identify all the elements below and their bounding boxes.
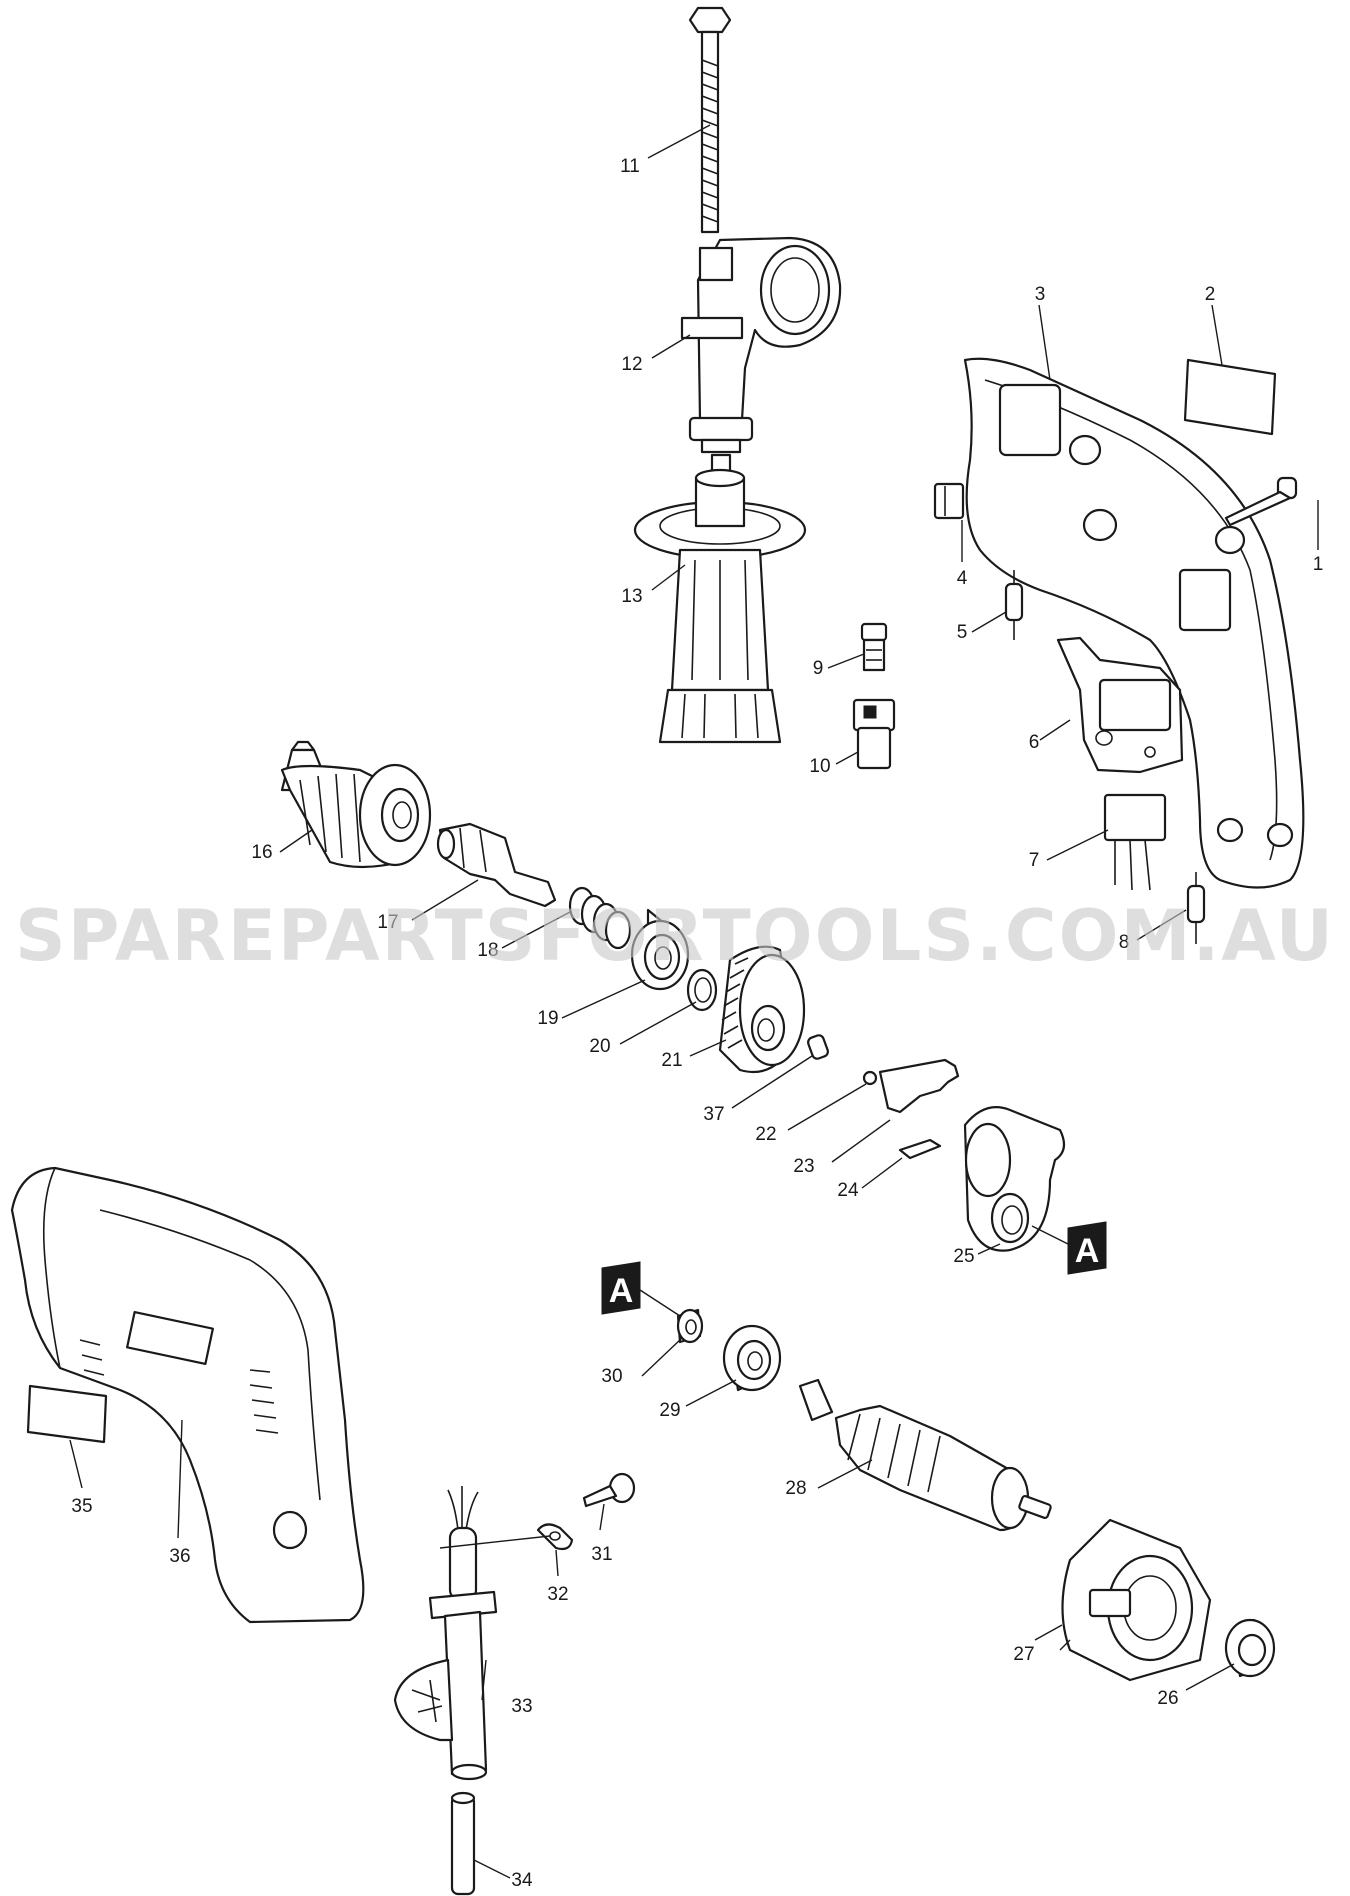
part-33-cord-guard [393, 1486, 498, 1781]
label-11: 11 [620, 156, 640, 177]
part-2-label [1183, 358, 1277, 436]
part-24-clip [898, 1138, 942, 1160]
part-31-screw [582, 1472, 636, 1508]
part-36-housing [10, 1166, 365, 1624]
svg-text:A: A [609, 1272, 634, 1310]
label-13: 13 [621, 586, 642, 607]
part-19-bearing [630, 908, 690, 991]
label-1: 1 [1313, 554, 1324, 575]
part-3-housing [963, 357, 1305, 889]
label-32: 32 [547, 1584, 568, 1605]
label-3: 3 [1035, 284, 1046, 305]
label-26: 26 [1157, 1688, 1178, 1709]
label-22: 22 [755, 1124, 776, 1145]
part-37-pin [807, 1034, 829, 1060]
watermark: SPAREPARTSFORTOOLS.COM.AU [15, 895, 1335, 977]
part-8-capacitor [1186, 872, 1206, 944]
label-17: 17 [377, 912, 398, 933]
part-16-chuck [280, 740, 432, 869]
leader-lines [69, 124, 1319, 1879]
label-5: 5 [957, 622, 968, 643]
label-7: 7 [1029, 850, 1040, 871]
label-10: 10 [809, 756, 830, 777]
part-26-bearing [1224, 1618, 1276, 1678]
label-28: 28 [785, 1478, 806, 1499]
label-4: 4 [957, 568, 968, 589]
label-19: 19 [537, 1008, 558, 1029]
part-30-bushing [676, 1308, 704, 1344]
part-number-labels: 1 2 3 4 5 6 7 8 9 10 11 12 13 16 17 18 1… [71, 156, 1323, 1891]
section-marker-a-right: A [1067, 1221, 1107, 1275]
label-34: 34 [511, 1870, 533, 1891]
part-20-ring [686, 968, 718, 1012]
label-8: 8 [1119, 932, 1130, 953]
part-9-carbon-brush [860, 622, 888, 672]
label-29: 29 [659, 1400, 680, 1421]
label-6: 6 [1029, 732, 1040, 753]
part-10-brush-holder [852, 698, 896, 770]
section-marker-a-left: A [601, 1261, 641, 1315]
label-20: 20 [589, 1036, 610, 1057]
label-24: 24 [837, 1180, 859, 1201]
part-25-gear-housing [963, 1106, 1066, 1252]
label-37: 37 [703, 1104, 724, 1125]
label-30: 30 [601, 1366, 622, 1387]
label-12: 12 [621, 354, 642, 375]
part-7-suppressor [1103, 793, 1167, 891]
label-35: 35 [71, 1496, 92, 1517]
part-6-switch [1056, 636, 1184, 774]
label-18: 18 [477, 940, 498, 961]
part-22-ball [862, 1070, 878, 1086]
part-27-field [1061, 1518, 1212, 1682]
label-31: 31 [591, 1544, 612, 1565]
label-27: 27 [1013, 1644, 1034, 1665]
label-33: 33 [511, 1696, 532, 1717]
part-28-armature [798, 1378, 1052, 1532]
part-17-spindle [436, 822, 557, 908]
label-25: 25 [953, 1246, 974, 1267]
part-18-spring [568, 886, 632, 950]
label-21: 21 [661, 1050, 682, 1071]
label-23: 23 [793, 1156, 814, 1177]
label-16: 16 [251, 842, 272, 863]
part-34-pin [450, 1791, 476, 1896]
part-1-screw [1224, 476, 1298, 527]
svg-text:A: A [1075, 1232, 1100, 1270]
part-35-label [26, 1384, 108, 1444]
label-36: 36 [169, 1546, 190, 1567]
part-11-bolt [688, 6, 732, 234]
label-9: 9 [813, 658, 824, 679]
part-12-gauge-holder [680, 236, 842, 454]
part-13-side-handle [633, 453, 807, 744]
part-23-plate [878, 1058, 960, 1114]
part-5-capacitor [1004, 570, 1024, 640]
label-2: 2 [1205, 284, 1216, 305]
part-29-bearing [722, 1324, 782, 1392]
part-4-clip [933, 482, 965, 520]
part-21-gear [718, 945, 806, 1074]
